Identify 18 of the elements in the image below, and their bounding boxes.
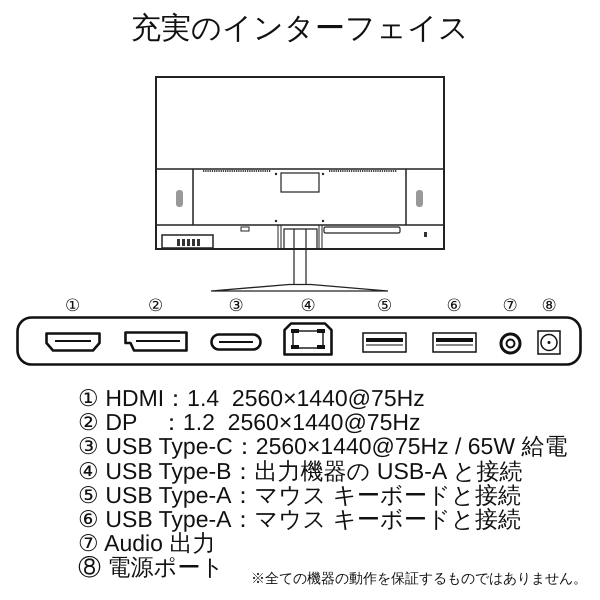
port-description: ③ USB Type-C：2560×1440@75Hz / 65W 給電 <box>78 434 568 458</box>
port-description: ④ USB Type-B：出力機器の USB-A と接続 <box>78 458 522 483</box>
port-description: ⑧ 電源ポート <box>78 555 224 580</box>
port-description: ① HDMI：1.4 2560×1440@75Hz <box>78 386 425 410</box>
callout-number: ⑥ <box>446 296 462 315</box>
callout-number: ⑤ <box>377 296 392 315</box>
footnote: ※全ての機器の動作を保証するものではありません。 <box>251 569 587 587</box>
title: 充実のインターフェイス <box>130 11 470 47</box>
callout-number: ① <box>65 296 80 315</box>
callout-number: ② <box>148 296 163 315</box>
port-description: ⑤ USB Type-A：マウス キーボードと接続 <box>78 482 521 507</box>
callout-number: ③ <box>228 296 244 315</box>
callout-number: ⑦ <box>502 296 518 315</box>
callout-number: ⑧ <box>542 296 556 315</box>
port-description: ⑥ USB Type-A：マウス キーボードと接続 <box>78 507 521 531</box>
callout-number: ④ <box>300 296 316 315</box>
port-description: ⑦ Audio 出力 <box>78 531 216 556</box>
port-description: ② DP ：1.2 2560×1440@75Hz <box>78 410 420 434</box>
